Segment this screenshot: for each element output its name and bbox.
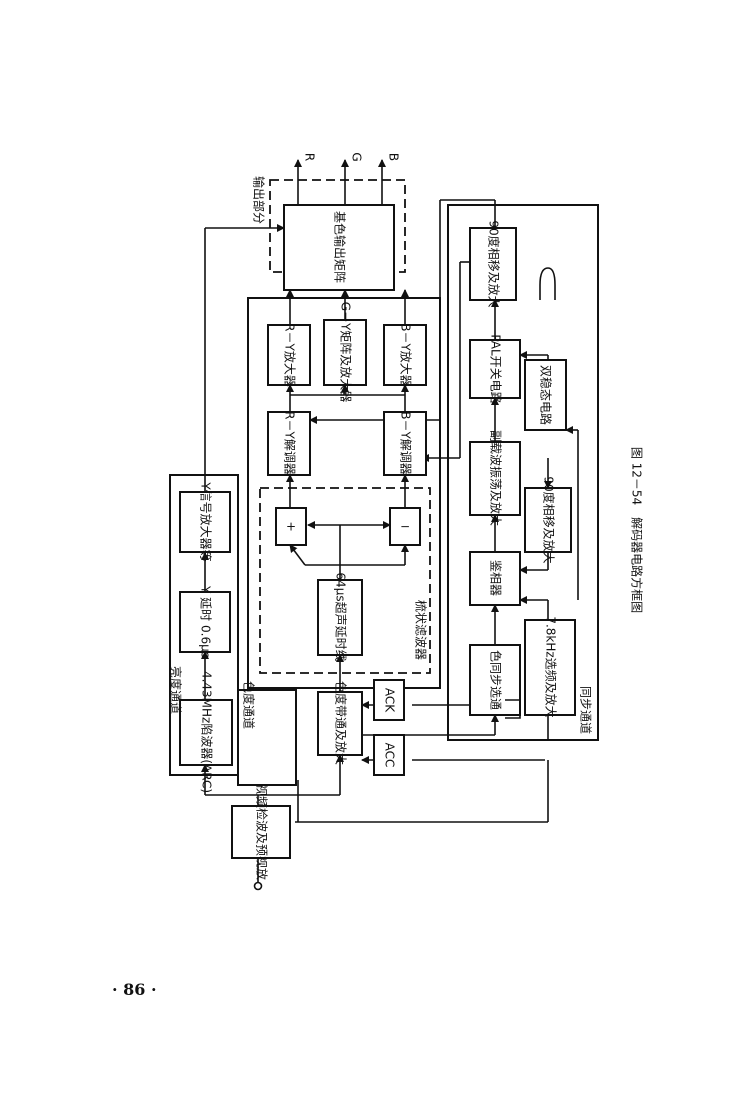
burst-sep-block	[469, 644, 521, 716]
decoder-frame	[247, 297, 441, 689]
shift90-a-label: 90度相移及放大	[487, 220, 502, 307]
ry-demod-block	[267, 411, 311, 476]
gy-matrix-label: G－Y矩阵及放大器	[339, 302, 354, 403]
output-g-label: G	[350, 152, 364, 161]
pulse-waveform-top	[539, 267, 556, 300]
by-demod-label: B－Y解调器	[399, 411, 413, 475]
video-detect-label: 视频检波及预视放	[255, 784, 270, 880]
burst-sep-label: 色同步选通	[489, 650, 503, 710]
y-amp-block	[179, 491, 231, 553]
group-labels: 亮度通道 色度通道 梳状滤波器 输出部分 同步通道	[169, 176, 593, 734]
chroma-bp-block	[317, 691, 363, 756]
luma-channel-label: 亮度通道	[169, 666, 184, 714]
phase-det-label: 鉴相器	[489, 560, 503, 596]
luma-channel-frame	[169, 474, 239, 776]
acc-block	[373, 734, 405, 776]
output-labels: R G B	[303, 152, 401, 161]
by-amp-block	[383, 324, 427, 386]
y-amp-label: Y信号放大器等	[199, 481, 214, 561]
osc-label: 副载波振荡及放大	[489, 430, 504, 526]
by-demod-block	[383, 411, 427, 476]
output-b-label: B	[387, 153, 401, 161]
comb-filter-frame	[259, 487, 431, 674]
pulse-waveform-bottom	[505, 699, 521, 719]
amp78-block	[524, 619, 576, 716]
amp78-label: 7.8kHz选频及放大	[544, 616, 559, 717]
trap-label: 4.43MHz陷波器(ARC)	[200, 671, 215, 793]
matrix-label: 基色输出矩阵	[333, 211, 348, 283]
shift90-b-block	[524, 487, 572, 553]
y-delay-label: Y 延时 0.6μs	[199, 585, 213, 658]
bistable-block	[524, 359, 567, 431]
delay-line-label: 64μs超声延时线	[334, 572, 349, 661]
input-terminal	[253, 881, 263, 891]
delay-line-block	[317, 579, 363, 656]
shift90-a-block	[469, 227, 517, 301]
shift90-b-label: 90度相移及放大	[542, 476, 557, 563]
ry-amp-label: R－Y放大器	[283, 323, 298, 387]
phase-det-block	[469, 551, 521, 606]
ack-label: ACK	[383, 688, 397, 713]
video-detect-block	[231, 805, 291, 859]
page-number: · 86 ·	[112, 980, 157, 999]
plus-label: +	[286, 520, 296, 534]
matrix-block	[283, 204, 395, 291]
pal-switch-block	[469, 339, 521, 399]
by-amp-label: B－Y放大器	[399, 323, 414, 387]
output-section-label: 输出部分	[252, 176, 267, 224]
osc-block	[469, 441, 521, 516]
trap-block	[179, 699, 233, 766]
sync-channel-label: 同步通道	[579, 686, 593, 734]
minus-label: −	[400, 520, 410, 534]
acc-label: ACC	[383, 743, 397, 768]
block-labels: 视频检波及预视放 4.43MHz陷波器(ARC) Y 延时 0.6μs Y信号放…	[199, 211, 559, 880]
bistable-label: 双稳态电路	[539, 365, 554, 425]
plus-block	[275, 507, 307, 546]
chroma-channel-label: 色度通道	[242, 681, 257, 729]
comb-filter-label: 梳状滤波器	[414, 600, 429, 660]
chroma-bp-label: 色度带通及放大	[334, 681, 349, 765]
output-r-label: R	[303, 153, 317, 161]
minus-block	[389, 507, 421, 546]
ack-block	[373, 679, 405, 721]
figure-caption: 图 12－54 解码器电路方框图	[630, 447, 645, 613]
pal-switch-label: PAL开关电路	[489, 334, 504, 403]
gy-matrix-block	[323, 319, 367, 386]
blocks	[179, 204, 576, 859]
y-delay-block	[179, 591, 231, 653]
chroma-channel-frame	[237, 689, 297, 786]
ry-amp-block	[267, 324, 311, 386]
ry-demod-label: R－Y解调器	[283, 411, 297, 475]
